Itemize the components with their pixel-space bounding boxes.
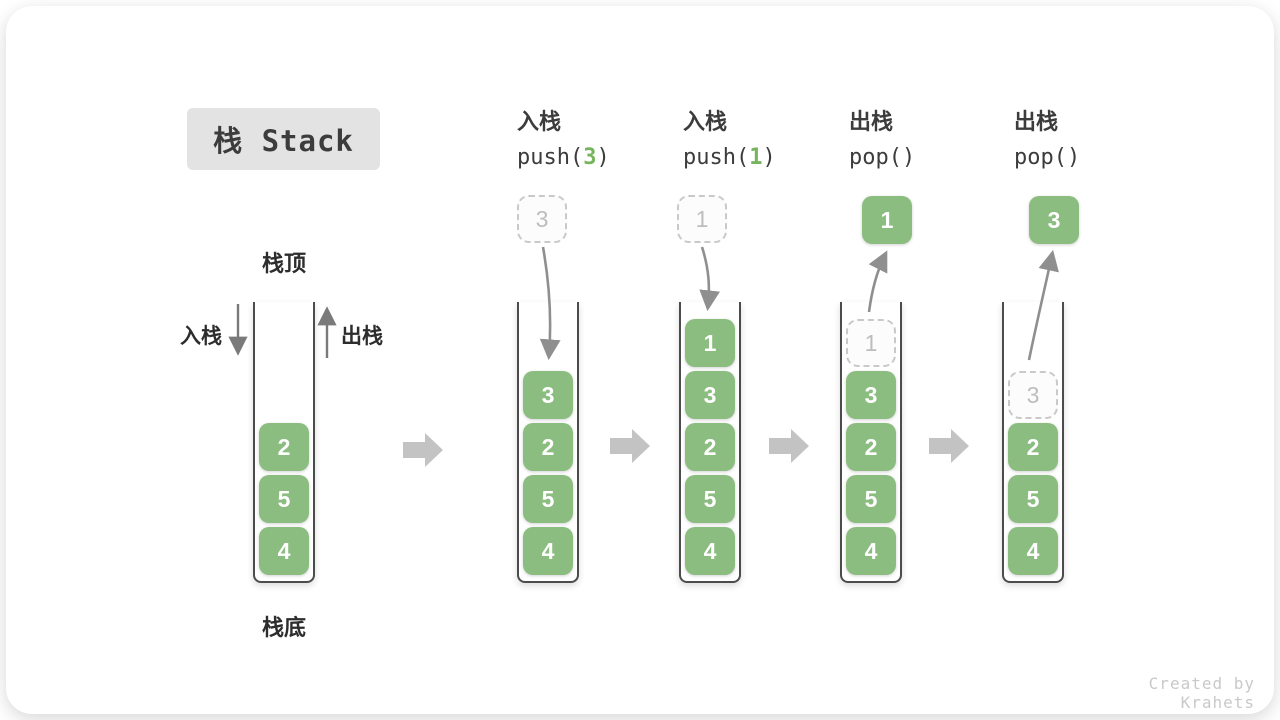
code-prefix: pop( (1014, 145, 1067, 170)
operation-header-push-3: 入栈 push(3) (517, 104, 610, 170)
stack-cell: 2 (1008, 423, 1058, 471)
stack-cell: 5 (259, 475, 309, 523)
popped-ghost-cell: 1 (846, 319, 896, 367)
code-prefix: pop( (849, 145, 902, 170)
footer-credit: Created by Krahets (1148, 674, 1255, 712)
code-suffix: ) (901, 145, 916, 170)
operation-header-pop-2: 出栈 pop() (1014, 104, 1080, 170)
flow-arrow-icon (769, 429, 809, 463)
code-prefix: push( (683, 145, 750, 170)
operation-label: 出栈 (849, 109, 894, 134)
stack-cell: 5 (846, 475, 896, 523)
stack-cell: 2 (259, 423, 309, 471)
popped-badge: 1 (862, 196, 912, 244)
incoming-ghost-cell: 1 (677, 195, 727, 243)
stack-cell: 5 (685, 475, 735, 523)
code-arg: 3 (583, 145, 597, 170)
operation-code: push(3) (517, 145, 610, 170)
stack-cell: 5 (1008, 475, 1058, 523)
stack-cell: 3 (846, 371, 896, 419)
code-suffix: ) (596, 145, 610, 170)
operation-header-pop-1: 出栈 pop() (849, 104, 915, 170)
stack-cell: 5 (523, 475, 573, 523)
push-side-label: 入栈 (180, 325, 222, 348)
operation-header-push-1: 入栈 push(1) (683, 104, 776, 170)
code-arg: 1 (749, 145, 763, 170)
stack-cell: 4 (846, 527, 896, 575)
title-badge: 栈 Stack (187, 108, 380, 170)
stack-cell: 2 (685, 423, 735, 471)
stack-cell: 3 (685, 371, 735, 419)
operation-label: 出栈 (1014, 109, 1059, 134)
stack-top-label: 栈顶 (261, 251, 306, 276)
push-curve-arrow-icon (699, 246, 720, 312)
operation-code: pop() (1014, 145, 1080, 170)
stack-cell: 2 (523, 423, 573, 471)
stack-cell: 2 (846, 423, 896, 471)
operation-code: push(1) (683, 145, 776, 170)
operation-label: 入栈 (517, 109, 562, 134)
code-suffix: ) (762, 145, 776, 170)
code-prefix: push( (517, 145, 584, 170)
popped-ghost-cell: 3 (1008, 371, 1058, 419)
diagram-card: 栈 Stack 入栈 push(3) 入栈 push(1) 出栈 pop() 出… (6, 6, 1274, 714)
stack-cell: 4 (1008, 527, 1058, 575)
operation-code: pop() (849, 145, 915, 170)
stack-cell: 4 (685, 527, 735, 575)
operation-label: 入栈 (683, 109, 728, 134)
stack-bottom-label: 栈底 (261, 615, 306, 640)
pop-side-label: 出栈 (341, 325, 383, 348)
flow-arrow-icon (610, 429, 650, 463)
stack-cell: 3 (523, 371, 573, 419)
stack-cell: 4 (259, 527, 309, 575)
stack-cell: 4 (523, 527, 573, 575)
popped-badge: 3 (1029, 196, 1079, 244)
code-suffix: ) (1066, 145, 1081, 170)
incoming-ghost-cell: 3 (517, 195, 567, 243)
stack-cell: 1 (685, 319, 735, 367)
flow-arrow-icon (403, 433, 443, 467)
flow-arrow-icon (929, 429, 969, 463)
